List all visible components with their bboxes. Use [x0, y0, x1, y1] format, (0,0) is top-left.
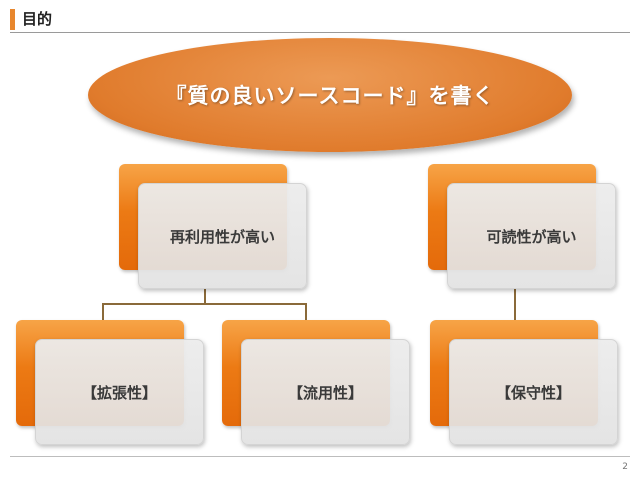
goal-text: 『質の良いソースコード』を書く [165, 84, 495, 108]
connector-horizontal [102, 303, 307, 305]
node-fluidity: 【流用性】 [241, 339, 410, 445]
node-extensibility: 【拡張性】 [35, 339, 204, 445]
page-title: 目的 [22, 10, 53, 28]
connector-vertical-top [204, 288, 206, 304]
page-number: 2 [622, 462, 628, 472]
footer-divider [10, 456, 630, 457]
connector-right-drop [305, 303, 307, 320]
node-readability: 可読性が高い [447, 183, 616, 289]
node-maintainability: 【保守性】 [449, 339, 618, 445]
title-divider [10, 32, 630, 33]
connector-left-drop [102, 303, 104, 320]
connector-readability-drop [514, 288, 516, 320]
node-reusability: 再利用性が高い [138, 183, 307, 289]
title-accent-bar [10, 9, 15, 30]
goal-ellipse [88, 38, 572, 152]
